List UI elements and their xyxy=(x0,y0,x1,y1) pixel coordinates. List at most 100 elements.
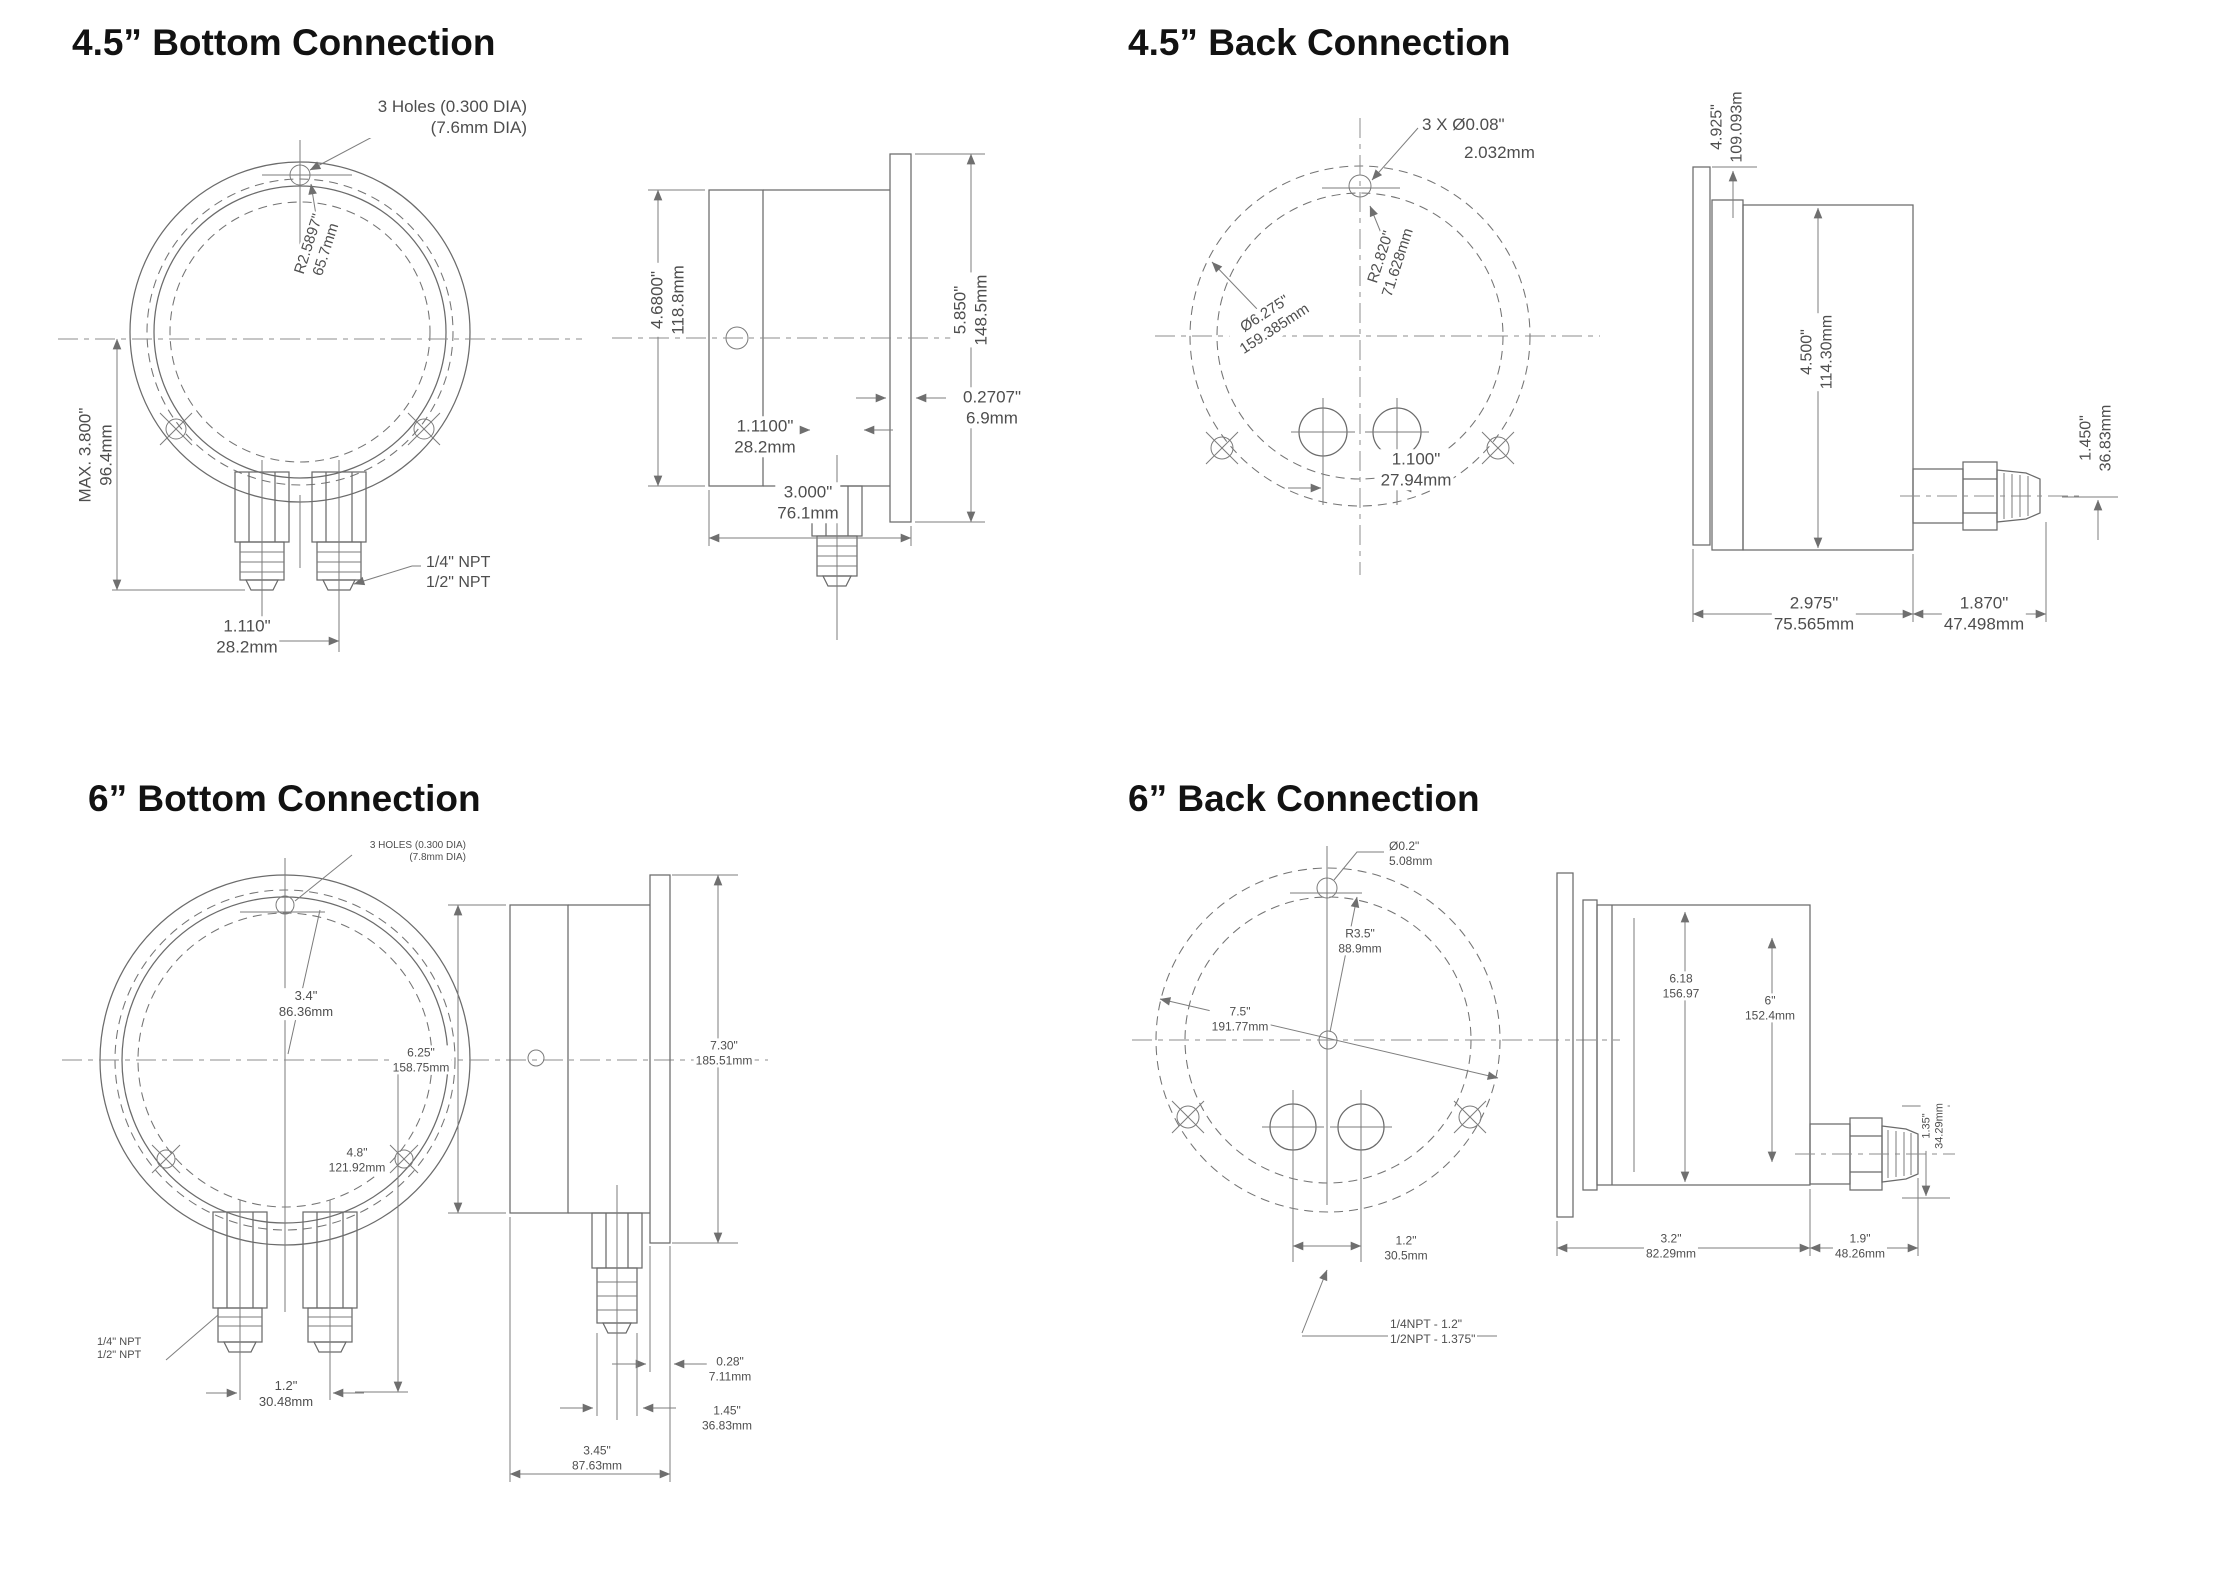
p2-dim-panel-dia: 4.925" 109.093m xyxy=(1707,89,1747,165)
value-inch: 3.2" xyxy=(1660,1231,1682,1246)
value-mm: 28.2mm xyxy=(216,637,278,656)
value-inch: 5.850" xyxy=(950,285,970,335)
value-mm: 121.92mm xyxy=(328,1160,386,1174)
p3-dim-flange-dia: 7.30" 185.51mm xyxy=(693,1038,755,1068)
p3-dim-case-dia: 6.25" 158.75mm xyxy=(390,1045,452,1075)
p2-front-view xyxy=(1155,118,1600,575)
value-mm: 6.9mm xyxy=(966,408,1018,427)
value-inch: 1.45" xyxy=(713,1403,741,1418)
value-mm: 47.498mm xyxy=(1943,614,2025,633)
p1-side-view xyxy=(612,153,985,640)
p4-dim-stem-offset: 1.35" 34.29mm xyxy=(1920,1101,1948,1151)
p3-dim-flange-thk: 0.28" 7.11mm xyxy=(706,1354,754,1384)
p2-holes-note-inch: 3 X Ø0.08" xyxy=(1420,115,1507,136)
value-inch: 0.2707" xyxy=(962,387,1022,407)
value-inch: 6.18 xyxy=(1669,971,1693,986)
p3-dim-max-height: 4.8" 121.92mm xyxy=(326,1145,388,1175)
value-inch: 4.925" xyxy=(1708,104,1726,150)
p2-dim-stem-length: 1.870" 47.498mm xyxy=(1941,593,2027,635)
p1-dim-flange-dia: 5.850" 148.5mm xyxy=(950,272,992,348)
value-mm: 48.26mm xyxy=(1834,1246,1886,1260)
value-mm: 185.51mm xyxy=(695,1053,753,1067)
p3-npt-note: 1/4" NPT 1/2" NPT xyxy=(95,1336,144,1363)
value-inch: 3.45" xyxy=(583,1443,611,1458)
value-inch: 4.6800" xyxy=(647,270,667,330)
note-line-2: 5.08mm xyxy=(1389,853,1433,868)
p1-dim-port-span: 1.110" 28.2mm xyxy=(214,616,280,658)
p2-holes-note-mm: 2.032mm xyxy=(1462,143,1537,164)
value-inch: 1.9" xyxy=(1849,1231,1871,1246)
value-mm: 114.30mm xyxy=(1818,314,1835,390)
p4-dim-depth: 3.2" 82.29mm xyxy=(1643,1231,1699,1261)
p3-dim-bolt-radius: 3.4" 86.36mm xyxy=(276,988,336,1020)
value-inch: 3.4" xyxy=(294,988,318,1004)
value-inch: 1.2" xyxy=(274,1378,298,1394)
p2-dim-depth: 2.975" 75.565mm xyxy=(1771,593,1857,635)
value-inch: 4.8" xyxy=(346,1145,368,1160)
value-mm: 36.83mm xyxy=(701,1418,753,1432)
p1-dim-max-height: MAX. 3.800" 96.4mm xyxy=(75,405,117,505)
note-line-2: 2.032mm xyxy=(1464,143,1535,162)
note-line-1: 3 Holes (0.300 DIA) xyxy=(377,97,527,116)
value-mm: 36.83mm xyxy=(2097,404,2114,472)
npt-line-1: 1/4NPT - 1.2" xyxy=(1390,1317,1463,1331)
value-mm: 191.77mm xyxy=(1211,1019,1269,1033)
value-inch: 7.5" xyxy=(1229,1004,1251,1019)
p1-front-view xyxy=(58,109,582,652)
p4-npt-note: 1/4NPT - 1.2" 1/2NPT - 1.375" xyxy=(1388,1317,1478,1347)
value-mm: 152.4mm xyxy=(1744,1008,1796,1022)
value-mm: 87.63mm xyxy=(571,1458,623,1472)
p2-dim-case-height: 4.500" 114.30mm xyxy=(1797,312,1837,392)
value-mm: 148.5mm xyxy=(971,274,990,346)
p2-side-view xyxy=(1692,166,2118,622)
value-mm: 109.093m xyxy=(1728,91,1745,163)
p3-side-view xyxy=(509,874,738,1482)
note-line-1: 3 X Ø0.08" xyxy=(1422,115,1505,134)
npt-line-1: 1/4" NPT xyxy=(426,554,491,571)
p4-dim-flange-dia: 7.5" 191.77mm xyxy=(1209,1004,1271,1034)
npt-line-1: 1/4" NPT xyxy=(97,1336,142,1348)
p3-front-view xyxy=(62,854,768,1400)
value-inch: 1.450" xyxy=(2077,415,2095,461)
p4-dim-bolt-radius: R3.5" 88.9mm xyxy=(1336,926,1384,956)
p2-dim-port-span: 1.100" 27.94mm xyxy=(1378,449,1454,491)
value-inch: 1.110" xyxy=(223,616,271,636)
p2-dim-stem-offset: 1.450" 36.83mm xyxy=(2076,402,2116,474)
value-mm: 156.97 xyxy=(1662,986,1700,1000)
panel-title-45-bottom: 4.5” Bottom Connection xyxy=(72,22,496,63)
p1-dim-case-dia: 4.6800" 118.8mm xyxy=(647,263,689,337)
p1-dim-stem-width: 1.1100" 28.2mm xyxy=(732,416,798,458)
p4-holes-note: Ø0.2" 5.08mm xyxy=(1387,839,1435,869)
value-inch: 7.30" xyxy=(710,1038,738,1053)
p3-holes-note: 3 HOLES (0.300 DIA) (7.8mm DIA) xyxy=(356,840,468,865)
p4-dim-dial: 6" 152.4mm xyxy=(1742,993,1798,1023)
p3-dim-depth: 3.45" 87.63mm xyxy=(569,1443,625,1473)
value-mm: 34.29mm xyxy=(1934,1103,1946,1149)
p1-holes-note: 3 Holes (0.300 DIA) (7.6mm DIA) xyxy=(343,97,529,139)
p4-dim-port-span: 1.2" 30.5mm xyxy=(1382,1233,1430,1263)
value-mm: 75.565mm xyxy=(1773,614,1855,633)
value-inch: 1.35" xyxy=(1920,1113,1933,1139)
panel-title-6-bottom: 6” Bottom Connection xyxy=(88,778,481,819)
p3-dim-port-span: 1.2" 30.48mm xyxy=(256,1378,316,1410)
value-mm: 27.94mm xyxy=(1380,470,1452,489)
value-inch: 1.100" xyxy=(1391,449,1441,469)
value-inch: 3.000" xyxy=(783,482,833,502)
p3-dim-stem-width: 1.45" 36.83mm xyxy=(699,1403,755,1433)
p4-side-view xyxy=(1556,872,1955,1256)
value-inch: 2.975" xyxy=(1789,593,1839,613)
value-inch: 0.28" xyxy=(716,1354,744,1369)
note-line-1: Ø0.2" xyxy=(1389,839,1420,853)
value-inch: 1.1100" xyxy=(736,416,794,436)
value-mm: 30.5mm xyxy=(1384,1248,1428,1262)
value-mm: 82.29mm xyxy=(1645,1246,1697,1260)
value-inch: 1.2" xyxy=(1395,1233,1417,1248)
value-inch: 1.870" xyxy=(1959,593,2009,613)
value-inch: 4.500" xyxy=(1798,329,1816,375)
p4-dim-case-height: 6.18 156.97 xyxy=(1660,971,1702,1001)
p1-dim-depth: 3.000" 76.1mm xyxy=(775,482,841,524)
note-line-2: (7.6mm DIA) xyxy=(430,117,527,137)
value-inch: 6.25" xyxy=(407,1045,435,1060)
value-mm: 86.36mm xyxy=(278,1004,334,1019)
